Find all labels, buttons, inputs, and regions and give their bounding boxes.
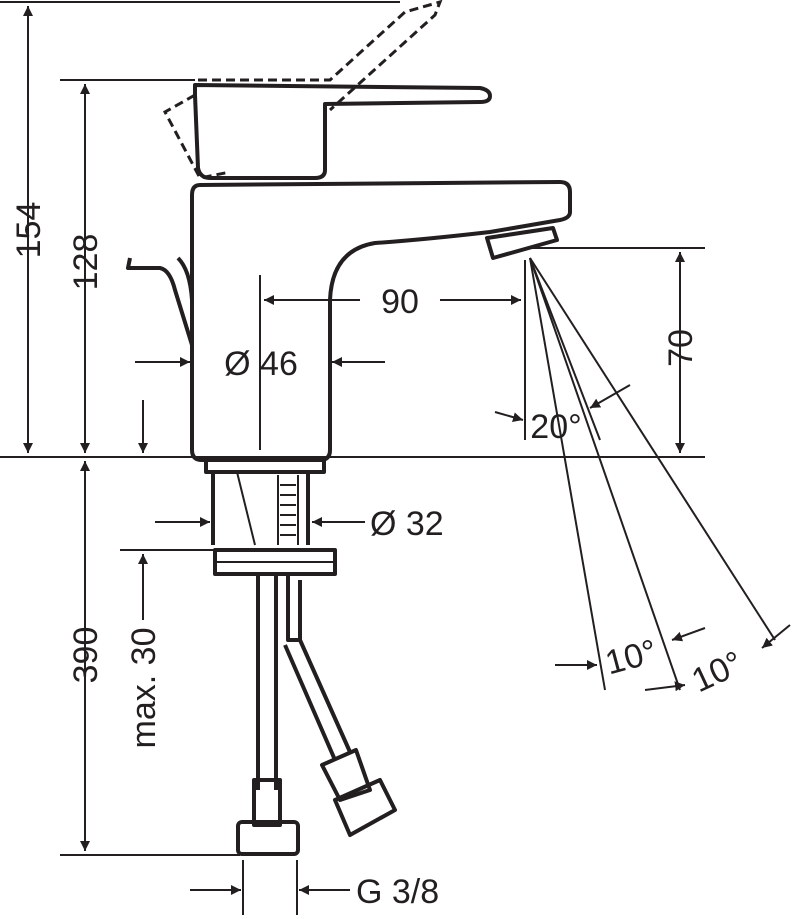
dim-spout-height: 70 <box>662 329 700 367</box>
dim-max-counter-thickness: max. 30 <box>125 628 163 749</box>
spray-angle-lines <box>529 257 776 691</box>
dim-spray-angle: 20° <box>530 408 581 446</box>
dim-body-height: 128 <box>67 234 105 291</box>
hose-nut-angled <box>333 778 397 837</box>
dim-spout-reach: 90 <box>381 283 419 321</box>
aerator <box>485 226 559 260</box>
dim-angle-a: 10° <box>601 632 661 682</box>
reference-lines <box>0 1 705 915</box>
dim-hose-length: 390 <box>67 627 105 684</box>
hose-angled <box>283 639 352 761</box>
popup-rod <box>126 257 194 346</box>
dim-connection-thread: G 3/8 <box>356 873 439 911</box>
hose-straight <box>256 574 278 790</box>
dim-body-diameter: Ø 46 <box>224 345 298 383</box>
dimension-lines <box>23 5 791 895</box>
dim-angle-b: 10° <box>686 644 749 700</box>
dim-shank-diameter: Ø 32 <box>370 505 444 543</box>
base-ring <box>204 458 326 474</box>
lever-open-position <box>162 0 443 180</box>
faucet-body <box>126 0 572 856</box>
hose-fitting <box>252 778 282 827</box>
dim-total-height: 154 <box>10 202 48 259</box>
hose-nut <box>236 820 300 856</box>
shank <box>211 472 310 545</box>
